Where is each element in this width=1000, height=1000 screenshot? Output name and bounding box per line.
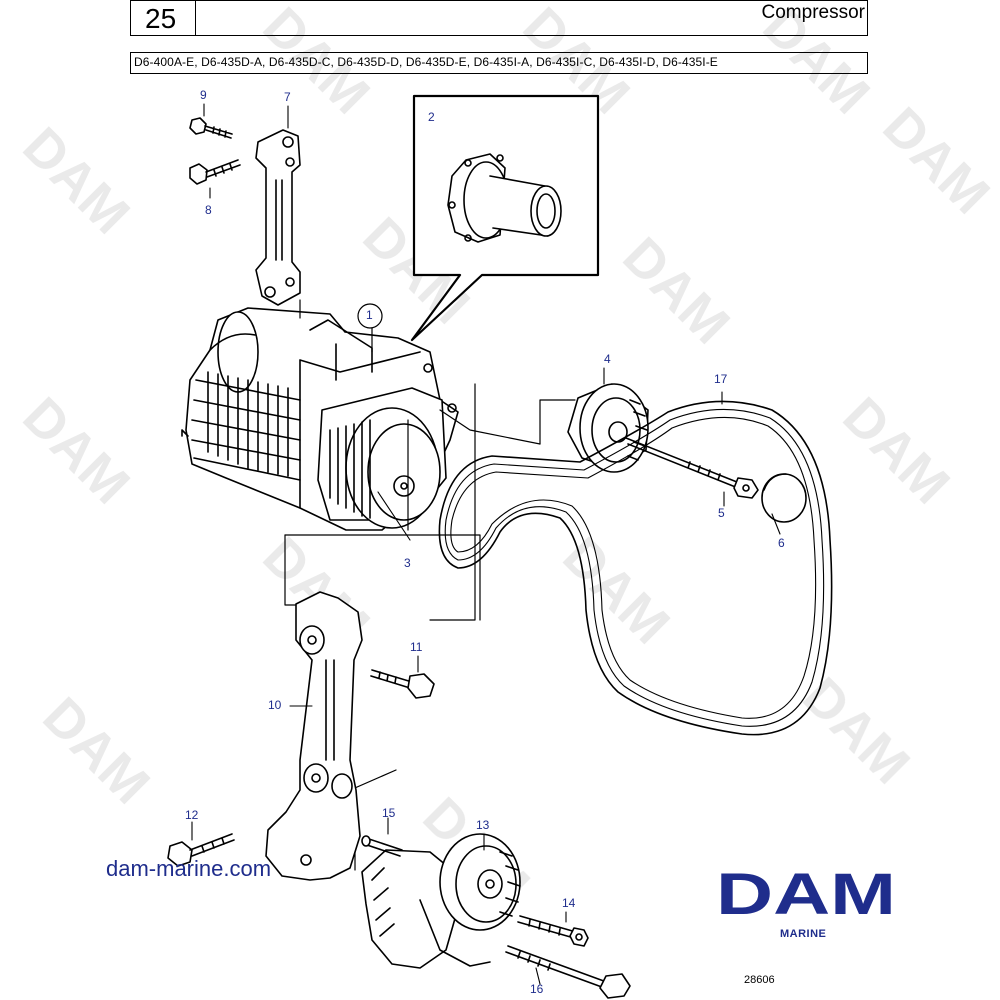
header-box: 25 Compressor bbox=[130, 0, 868, 36]
figure-number: 28606 bbox=[744, 974, 775, 986]
callout-8: 8 bbox=[205, 203, 212, 217]
page-title: Compressor bbox=[761, 2, 865, 23]
callout-12: 12 bbox=[185, 808, 199, 822]
callout-ticks bbox=[191, 103, 781, 985]
callout-3: 3 bbox=[404, 556, 411, 570]
callout-13: 13 bbox=[476, 818, 490, 832]
poly-v-belt-icon bbox=[438, 400, 833, 736]
bolt-icon bbox=[189, 159, 241, 185]
website-link[interactable]: dam-marine.com bbox=[106, 856, 272, 881]
callout-4: 4 bbox=[604, 352, 611, 366]
callout-11: 11 bbox=[410, 640, 423, 654]
callout-5: 5 bbox=[718, 506, 725, 520]
callout-1-circle bbox=[357, 303, 383, 329]
callout-14: 14 bbox=[562, 896, 576, 910]
plug-icon bbox=[761, 473, 807, 523]
callout-7: 7 bbox=[284, 90, 291, 104]
callout-2: 2 bbox=[428, 110, 435, 124]
bolt-icon bbox=[167, 833, 235, 867]
bolt-icon bbox=[189, 117, 233, 139]
bolt-icon bbox=[625, 437, 759, 499]
callout-1: 1 bbox=[366, 308, 373, 322]
compressor-icon bbox=[181, 307, 459, 531]
callout-17: 17 bbox=[714, 372, 728, 386]
brand-subtitle: MARINE bbox=[780, 928, 827, 940]
upper-bracket-icon bbox=[255, 129, 301, 306]
models-box: D6-400A-E, D6-435D-A, D6-435D-C, D6-435D… bbox=[130, 52, 868, 74]
brand-name: DAM bbox=[716, 862, 896, 927]
bolt-icon bbox=[505, 945, 631, 999]
callout-9: 9 bbox=[200, 88, 207, 102]
group-number-cell: 25 bbox=[131, 1, 196, 35]
group-number: 25 bbox=[145, 3, 177, 34]
lower-bracket-icon bbox=[265, 591, 363, 881]
tensioner-icon bbox=[361, 833, 521, 969]
bolt-icon bbox=[517, 915, 589, 947]
callout-10: 10 bbox=[268, 698, 282, 712]
callout-6: 6 bbox=[778, 536, 785, 550]
callout-16: 16 bbox=[530, 982, 544, 996]
callout-15: 15 bbox=[382, 806, 396, 820]
leader-lines bbox=[284, 299, 576, 871]
bolt-icon bbox=[370, 669, 435, 699]
models-list: D6-400A-E, D6-435D-A, D6-435D-C, D6-435D… bbox=[134, 55, 718, 69]
seal-sleeve-icon bbox=[447, 153, 562, 243]
bolt-icon bbox=[361, 835, 403, 857]
